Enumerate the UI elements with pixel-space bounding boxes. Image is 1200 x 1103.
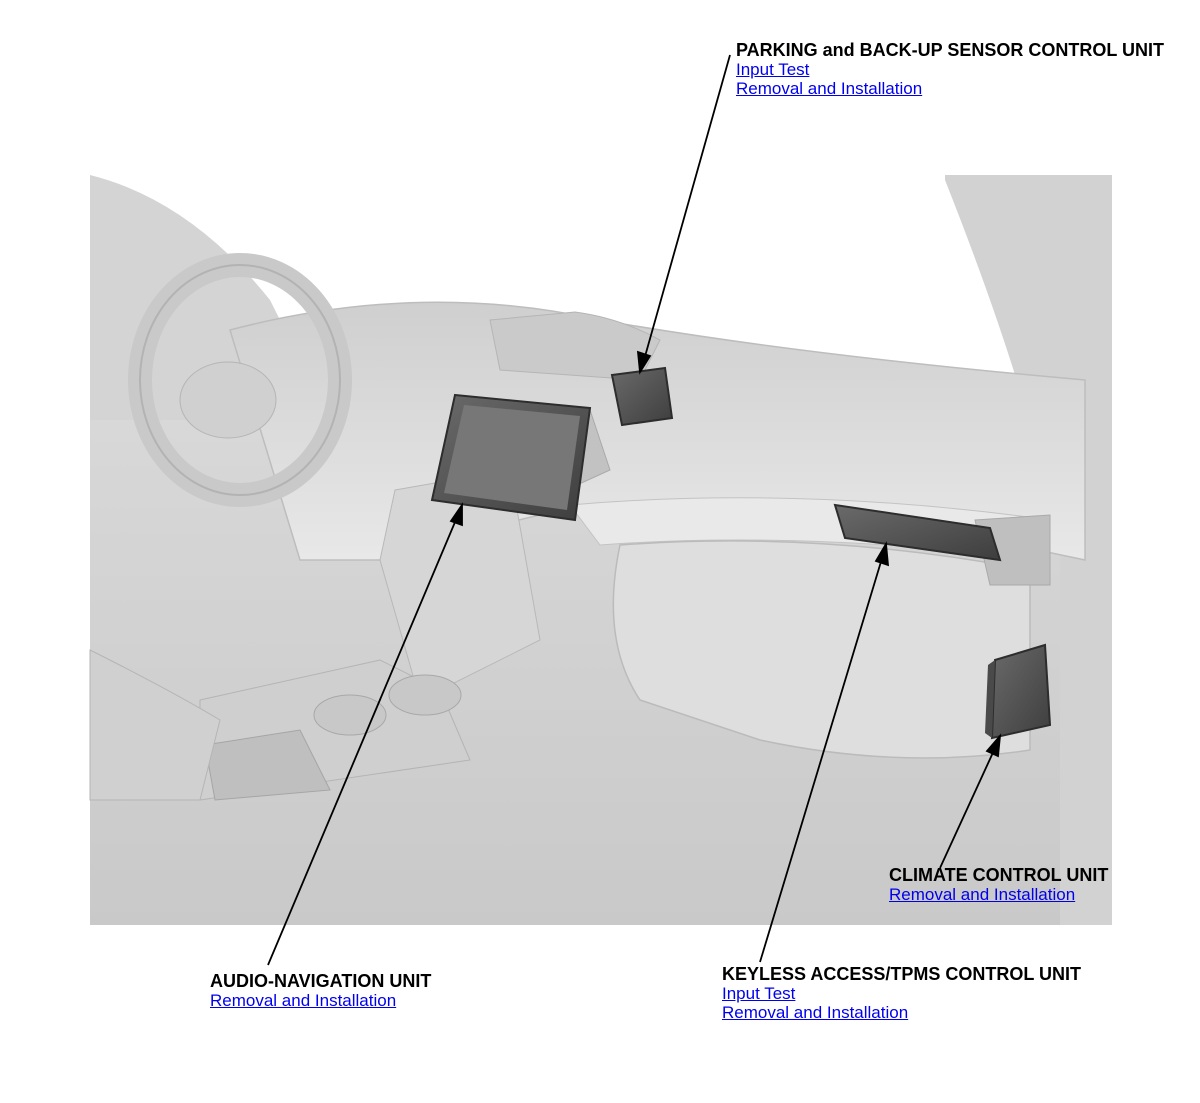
keyless-access-unit-graphic	[833, 503, 1002, 562]
climate-control-removal-link[interactable]: Removal and Installation	[889, 885, 1076, 904]
audio-navigation-unit-graphic	[430, 393, 592, 522]
audio-navigation-title: AUDIO-NAVIGATION UNIT	[210, 971, 432, 991]
climate-control-title: CLIMATE CONTROL UNIT	[889, 865, 1109, 885]
climate-control-unit-graphic	[985, 643, 1052, 740]
callout-climate-control: CLIMATE CONTROL UNIT Removal and Install…	[889, 865, 1109, 905]
keyless-access-input-test-link[interactable]: Input Test	[722, 984, 796, 1003]
callout-parking-sensor: PARKING and BACK-UP SENSOR CONTROL UNIT …	[736, 40, 1165, 99]
steering-wheel	[128, 253, 352, 507]
callout-keyless-access: KEYLESS ACCESS/TPMS CONTROL UNIT Input T…	[722, 964, 1082, 1023]
parking-sensor-input-test-link[interactable]: Input Test	[736, 60, 810, 79]
parking-sensor-title: PARKING and BACK-UP SENSOR CONTROL UNIT	[736, 40, 1165, 60]
keyless-access-removal-link[interactable]: Removal and Installation	[722, 1003, 909, 1022]
keyless-access-title: KEYLESS ACCESS/TPMS CONTROL UNIT	[722, 964, 1082, 984]
audio-navigation-removal-link[interactable]: Removal and Installation	[210, 991, 397, 1010]
callout-audio-navigation: AUDIO-NAVIGATION UNIT Removal and Instal…	[210, 971, 432, 1011]
parking-sensor-removal-link[interactable]: Removal and Installation	[736, 79, 923, 98]
parking-sensor-unit-graphic	[610, 366, 674, 427]
leader-lines	[267, 54, 1002, 966]
